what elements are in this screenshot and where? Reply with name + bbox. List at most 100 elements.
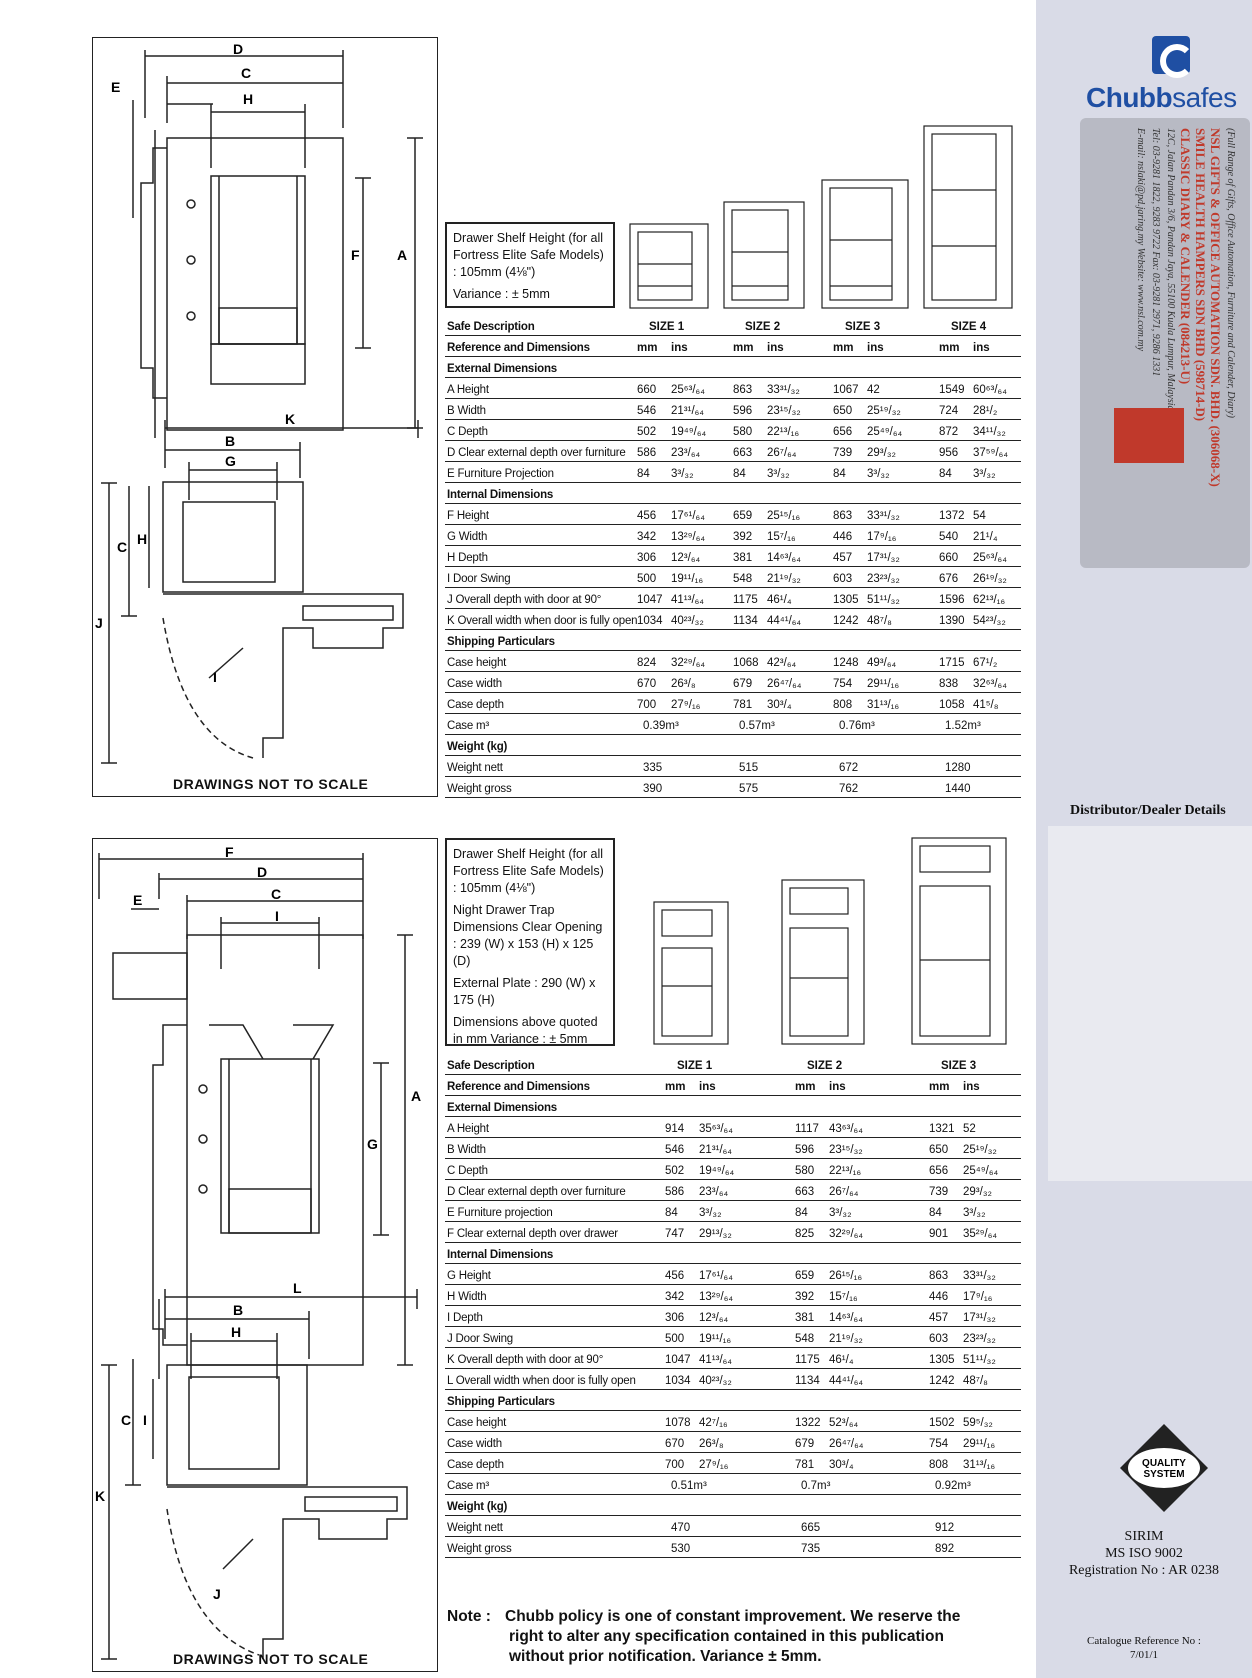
quality-system-badge: QUALITY SYSTEM (1120, 1424, 1208, 1512)
cell-ins: 13²⁹/₆₄ (671, 531, 706, 543)
dim-label-E: E (111, 79, 120, 95)
cell-mm: 659 (795, 1270, 815, 1282)
cell-mm: 502 (637, 426, 657, 438)
cell-mm: 808 (929, 1459, 949, 1471)
dim-label-J: J (213, 1586, 221, 1602)
cell-ins: 23²³/₃₂ (867, 573, 900, 585)
cell-ins: 40²³/₃₂ (699, 1375, 732, 1387)
cell-mm: 1305 (929, 1354, 955, 1366)
cell-mm: 676 (939, 573, 959, 585)
brand-name-light: safes (1172, 82, 1237, 113)
cell-mm: 739 (929, 1186, 949, 1198)
cell-mm: 342 (637, 531, 657, 543)
dim-label-I: I (213, 669, 217, 685)
cell-mm: 656 (833, 426, 853, 438)
cell-ins: 54 (973, 510, 986, 522)
dim-label-G: G (225, 453, 236, 469)
row-label: Internal Dimensions (447, 489, 554, 501)
cell-mm: 586 (665, 1186, 685, 1198)
cell-mm: 754 (833, 678, 853, 690)
sticker-line1: (Full Range of Gifts, Office Automation,… (1225, 128, 1236, 418)
top-safe-drawing: D C H E F A K B G J C H I (95, 41, 423, 764)
cell-ins: 15⁷/₁₆ (829, 1291, 858, 1303)
cell-mm: 456 (665, 1270, 685, 1282)
cell-value: 665 (801, 1522, 821, 1534)
table-section-row: Weight (kg) (445, 735, 1021, 756)
cell-mm: 381 (795, 1312, 815, 1324)
cell-value: 1.52m³ (945, 720, 981, 732)
dim-label-C-lower: C (121, 1412, 131, 1428)
cell-ins: 13²⁹/₆₄ (699, 1291, 734, 1303)
sirim-line3: Registration No : AR 0238 (1068, 1563, 1220, 1578)
note-key: Note : (447, 1608, 491, 1625)
cell-mm: 670 (637, 678, 657, 690)
cell-value: 762 (839, 783, 859, 795)
cell-ins: 21³¹/₆₄ (699, 1144, 732, 1156)
row-label: Case m³ (447, 720, 490, 732)
cell-value: 1440 (945, 783, 971, 795)
top-drawing-frame: D C H E F A K B G J C H I DRAWINGS NOT T… (92, 37, 438, 797)
cell-ins: 17⁶¹/₆₄ (699, 1270, 733, 1282)
cell-ins: 17⁹/₁₆ (867, 531, 897, 543)
cell-mm: 84 (637, 468, 650, 480)
cell-value: 0.92m³ (935, 1480, 971, 1492)
unit-mm-header: mm (929, 1081, 950, 1093)
cell-ins: 21¹/₄ (973, 531, 998, 543)
cell-ins: 32²⁹/₆₄ (671, 657, 706, 669)
cell-mm: 1549 (939, 384, 965, 396)
row-label: H Width (447, 1291, 487, 1303)
cell-ins: 40²³/₃₂ (671, 615, 704, 627)
table-section-row: Internal Dimensions (445, 483, 1021, 504)
cell-mm: 901 (929, 1228, 949, 1240)
cell-mm: 679 (733, 678, 753, 690)
cell-mm: 84 (939, 468, 952, 480)
sticker-line5: 12C, Jalan Pandan 3/6, Pandan Jaya, 5510… (1165, 128, 1176, 411)
size-header: SIZE 4 (951, 321, 987, 333)
unit-ins-header: ins (973, 342, 990, 354)
row-label: Case height (447, 657, 507, 669)
row-label: G Height (447, 1270, 491, 1282)
row-label: Case depth (447, 1459, 504, 1471)
cell-mm: 824 (637, 657, 657, 669)
cell-ins: 17³¹/₃₂ (867, 552, 900, 564)
row-label: C Depth (447, 1165, 488, 1177)
cell-ins: 29¹³/₃₂ (699, 1228, 732, 1240)
table-section-row: Shipping Particulars (445, 630, 1021, 651)
cell-value: 575 (739, 783, 759, 795)
catalogue-line1: Catalogue Reference No : (1087, 1635, 1201, 1647)
size-header: SIZE 1 (677, 1060, 713, 1072)
cell-mm: 457 (833, 552, 853, 564)
cell-ins: 25¹⁵/₁₆ (767, 510, 801, 522)
cell-ins: 33³¹/₃₂ (963, 1270, 996, 1282)
cell-ins: 21³¹/₆₄ (671, 405, 704, 417)
cell-ins: 27⁹/₁₆ (699, 1459, 729, 1471)
cell-ins: 3³/₃₂ (671, 468, 694, 480)
cell-ins: 35²⁹/₆₄ (963, 1228, 998, 1240)
cell-mm: 546 (637, 405, 657, 417)
cell-ins: 26⁴⁷/₆₄ (767, 678, 802, 690)
cell-ins: 22¹³/₁₆ (829, 1165, 862, 1177)
cell-ins: 34¹¹/₃₂ (973, 426, 1006, 438)
cell-ins: 44⁴¹/₆₄ (829, 1375, 864, 1387)
catalogue-line2: 7/01/1 (1129, 1649, 1159, 1661)
size-header: SIZE 2 (807, 1060, 843, 1072)
cell-ins: 23¹⁵/₃₂ (767, 405, 801, 417)
cell-mm: 1134 (795, 1375, 820, 1387)
cell-ins: 26⁷/₆₄ (767, 447, 797, 459)
dim-label-I: I (275, 908, 279, 924)
cell-mm: 500 (637, 573, 657, 585)
cell-ins: 33³¹/₃₂ (867, 510, 900, 522)
cell-value: 0.39m³ (643, 720, 679, 732)
row-label: G Width (447, 531, 488, 543)
cell-value: 912 (935, 1522, 955, 1534)
dim-label-G: G (367, 1136, 378, 1152)
